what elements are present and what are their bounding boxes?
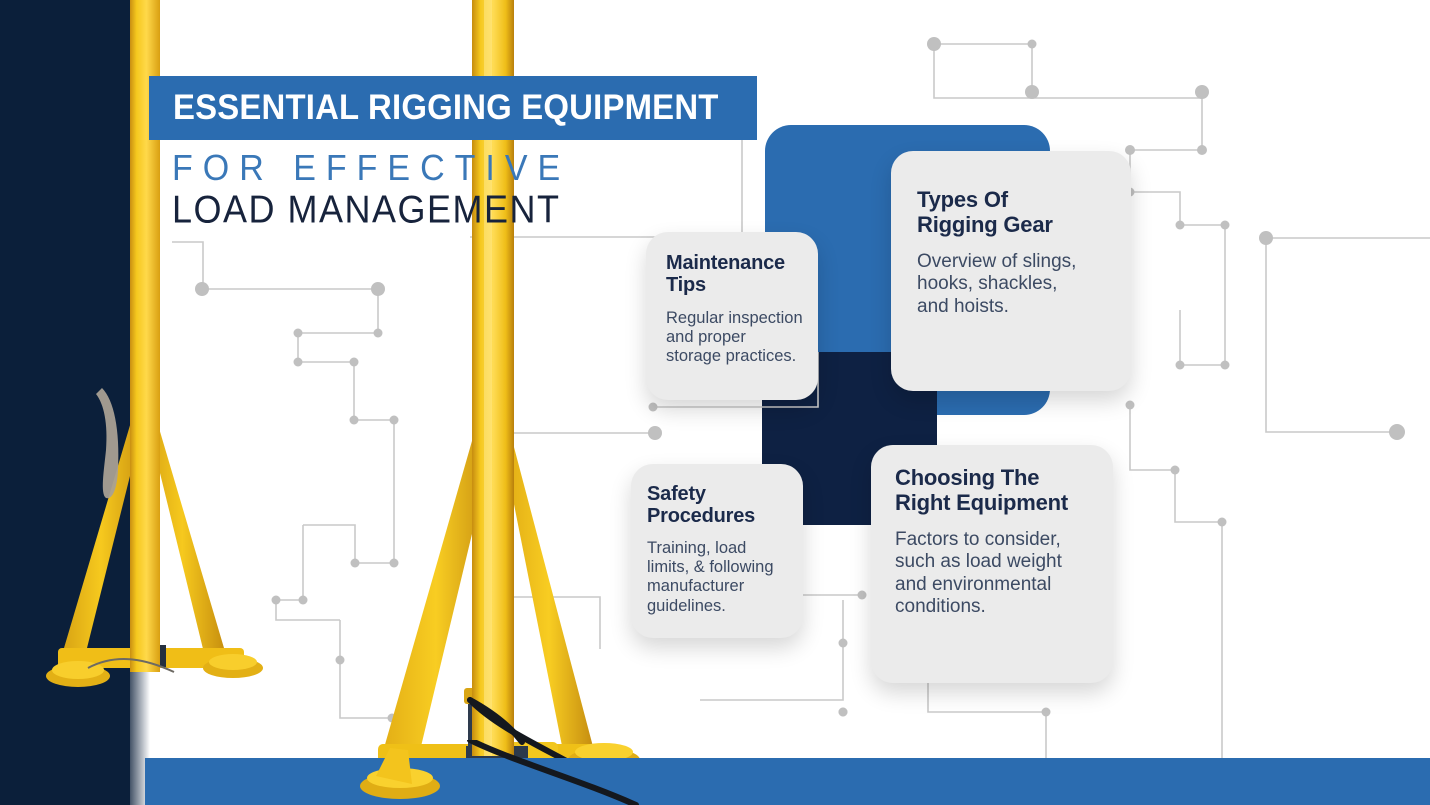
card-choosing-right-equipment[interactable]: Choosing The Right Equipment Factors to … [871, 445, 1113, 683]
gantry-crane-leg-left [46, 0, 263, 687]
card-title: Maintenance Tips [666, 252, 785, 297]
card-title: Choosing The Right Equipment [895, 465, 1068, 515]
card-types-of-rigging-gear[interactable]: Types Of Rigging Gear Overview of slings… [891, 151, 1131, 391]
card-body: Training, load limits, & following manuf… [647, 538, 774, 615]
card-body: Factors to consider, such as load weight… [895, 529, 1062, 617]
page-title: ESSENTIAL RIGGING EQUIPMENT [173, 88, 719, 127]
gantry-foot-overlay [360, 740, 639, 805]
card-maintenance-tips[interactable]: Maintenance Tips Regular inspection and … [646, 232, 818, 400]
card-title: Types Of Rigging Gear [917, 187, 1053, 237]
title-banner: ESSENTIAL RIGGING EQUIPMENT [149, 76, 757, 140]
blue-footer-band [145, 758, 1430, 805]
card-body: Regular inspection and proper storage pr… [666, 308, 803, 366]
card-safety-procedures[interactable]: Safety Procedures Training, load limits,… [631, 464, 803, 638]
subtitle-primary: FOR EFFECTIVE [172, 148, 571, 189]
card-body: Overview of slings, hooks, shackles, and… [917, 251, 1077, 317]
subtitle-secondary: LOAD MANAGEMENT [172, 187, 561, 232]
card-title: Safety Procedures [647, 483, 756, 528]
